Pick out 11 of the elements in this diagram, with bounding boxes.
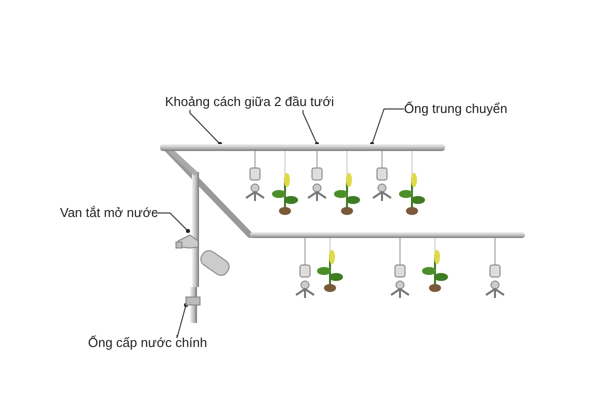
leader-line: [370, 108, 404, 146]
leader-line: [302, 110, 319, 146]
leader-line: [176, 303, 188, 338]
supply-pipe: [186, 287, 200, 323]
callout-label: Ống cấp nước chính: [88, 335, 208, 351]
pipe: [160, 144, 445, 151]
callout-label: Khoảng cách giữa 2 đầu tưới: [165, 94, 334, 110]
callout-label: Van tắt mở nước: [60, 205, 158, 221]
callout-label: Ống trung chuyển: [404, 101, 508, 117]
leader-line: [152, 212, 190, 233]
leader-line: [190, 110, 222, 146]
